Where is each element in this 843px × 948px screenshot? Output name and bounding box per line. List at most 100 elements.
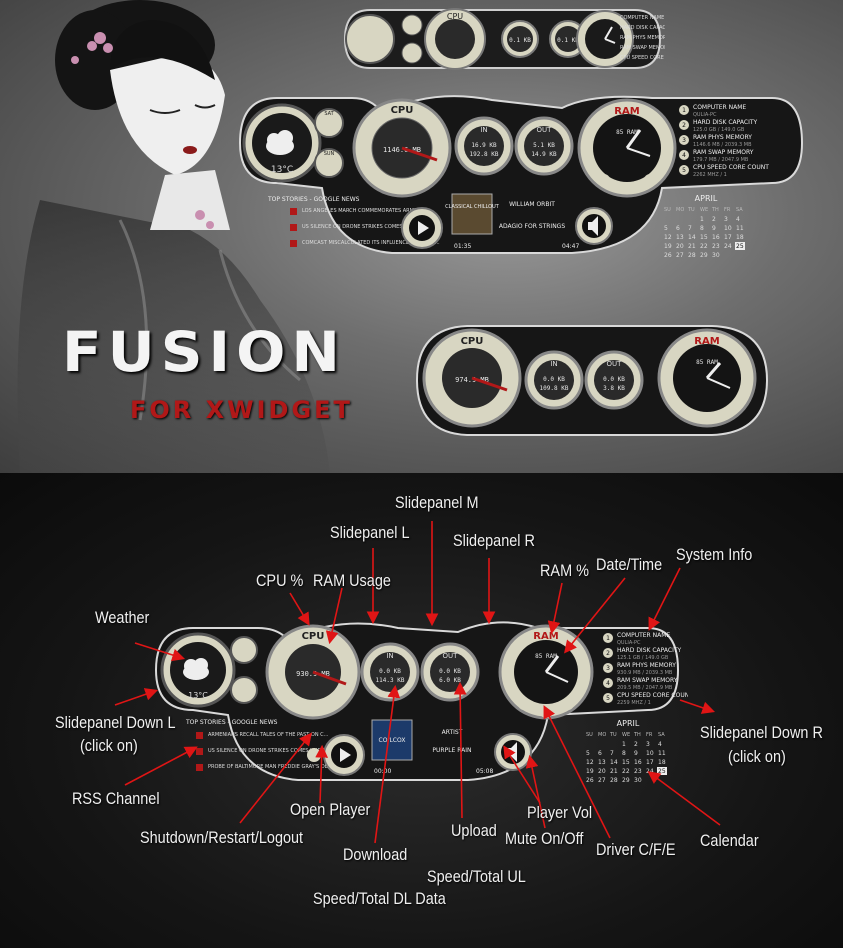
- calendar-day[interactable]: 2: [712, 216, 716, 223]
- rss-panel: TOP STORIES - GOOGLE NEWS ARMENIANS RECA…: [185, 719, 348, 771]
- calendar-day[interactable]: 20: [676, 243, 684, 250]
- cpu-needle: [401, 146, 438, 162]
- svg-text:RAM: RAM: [694, 336, 719, 347]
- calendar-weekday: TH: [633, 732, 641, 738]
- info-value: 2259 MHZ / 1: [617, 700, 651, 706]
- calendar-day[interactable]: 6: [676, 225, 680, 232]
- svg-text:PURPLE RAIN: PURPLE RAIN: [432, 747, 471, 754]
- calendar-day[interactable]: 2: [634, 741, 638, 748]
- info-value: 2262 MHZ / 1: [693, 172, 727, 178]
- info-value: QULIA-PC: [617, 640, 641, 646]
- svg-text:974.9 MB: 974.9 MB: [455, 376, 489, 384]
- calendar-day[interactable]: 8: [700, 225, 704, 232]
- calendar-day[interactable]: 18: [736, 234, 744, 241]
- calendar-weekday: TH: [711, 207, 719, 213]
- label-shutdown: Shutdown/Restart/Logout: [140, 828, 304, 847]
- calendar-day[interactable]: 6: [598, 750, 602, 757]
- calendar-today-highlight: [657, 767, 667, 775]
- calendar-day[interactable]: 16: [634, 759, 642, 766]
- calendar-day[interactable]: 18: [658, 759, 666, 766]
- calendar-day[interactable]: 21: [610, 768, 618, 775]
- calendar-day[interactable]: 28: [610, 777, 618, 784]
- info-number: 2: [606, 650, 610, 657]
- calendar-day[interactable]: 23: [712, 243, 720, 250]
- calendar-day[interactable]: 11: [736, 225, 744, 232]
- annotated-widget[interactable]: 13°C CPU 930.9 MB IN 0.0 KB 114.3 KB OUT…: [148, 610, 688, 785]
- svg-text:CPU: CPU: [447, 12, 463, 21]
- calendar-day[interactable]: 21: [688, 243, 696, 250]
- calendar-day[interactable]: 3: [724, 216, 728, 223]
- calendar-day[interactable]: 15: [700, 234, 708, 241]
- svg-text:114.3 KB: 114.3 KB: [376, 677, 405, 684]
- calendar-weekday: MO: [676, 207, 684, 213]
- svg-text:192.8 KB: 192.8 KB: [470, 151, 499, 158]
- svg-text:85 RAM: 85 RAM: [696, 359, 718, 366]
- calendar-day[interactable]: 16: [712, 234, 720, 241]
- calendar-day[interactable]: 9: [712, 225, 716, 232]
- album-art: [371, 719, 413, 761]
- label-slidepanel-down-r: Slidepanel Down R: [700, 723, 823, 742]
- calendar-day[interactable]: 26: [664, 252, 672, 258]
- info-number: 1: [682, 107, 686, 114]
- info-value: 125.1 GB / 149.0 GB: [617, 655, 669, 661]
- main-widget[interactable]: 13°C SAT SUN CPU 1146.6 MB IN 16.9 KB 19…: [232, 88, 812, 258]
- speaker-icon: [588, 216, 598, 236]
- calendar-day[interactable]: 20: [598, 768, 606, 775]
- calendar-day[interactable]: 25: [736, 243, 744, 250]
- calendar-day[interactable]: 27: [598, 777, 606, 784]
- svg-text:OUT: OUT: [607, 360, 623, 368]
- calendar-day[interactable]: 7: [688, 225, 692, 232]
- svg-text:IN: IN: [550, 360, 557, 368]
- calendar-day[interactable]: 22: [622, 768, 630, 775]
- calendar-day[interactable]: 4: [736, 216, 740, 223]
- calendar-day[interactable]: 29: [622, 777, 630, 784]
- calendar-day[interactable]: 17: [724, 234, 732, 241]
- calendar-weekday: MO: [598, 732, 606, 738]
- label-upload: Upload: [451, 821, 497, 840]
- calendar-day[interactable]: 23: [634, 768, 642, 775]
- calendar-day[interactable]: 27: [676, 252, 684, 258]
- label-driver: Driver C/F/E: [596, 840, 676, 859]
- calendar-day[interactable]: 10: [646, 750, 654, 757]
- compact-widget[interactable]: CPU 974.9 MB IN 0.0 KB 109.8 KB OUT 0.0 …: [412, 318, 772, 443]
- svg-text:COMPUTER NAME: COMPUTER NAME: [620, 15, 664, 21]
- calendar-day[interactable]: 29: [700, 252, 708, 258]
- calendar-day[interactable]: 17: [646, 759, 654, 766]
- calendar-day[interactable]: 19: [664, 243, 672, 250]
- svg-text:US SILENCE ON DRONE STRIKES CO: US SILENCE ON DRONE STRIKES COMES UNDER …: [302, 224, 431, 230]
- annotation-arrows: [114, 521, 721, 844]
- calendar-today-highlight: [735, 242, 745, 250]
- calendar-day[interactable]: 28: [688, 252, 696, 258]
- calendar-day[interactable]: 30: [634, 777, 642, 784]
- calendar-day[interactable]: 10: [724, 225, 732, 232]
- calendar-day[interactable]: 14: [610, 759, 618, 766]
- calendar-day[interactable]: 13: [676, 234, 684, 241]
- calendar-day[interactable]: 11: [658, 750, 666, 757]
- calendar-day[interactable]: 12: [664, 234, 672, 241]
- label-rss-channel: RSS Channel: [72, 789, 160, 808]
- calendar-day[interactable]: 24: [724, 243, 732, 250]
- calendar-day[interactable]: 22: [700, 243, 708, 250]
- calendar-day[interactable]: 1: [622, 741, 626, 748]
- calendar-day[interactable]: 5: [664, 225, 668, 232]
- calendar-day[interactable]: 15: [622, 759, 630, 766]
- calendar-day[interactable]: 7: [610, 750, 614, 757]
- calendar-day[interactable]: 26: [586, 777, 594, 784]
- calendar-day[interactable]: 8: [622, 750, 626, 757]
- svg-text:ARMENIANS RECALL TALES OF THE: ARMENIANS RECALL TALES OF THE PAST ON C.…: [208, 732, 329, 738]
- label-system-info: System Info: [676, 545, 753, 564]
- calendar-day[interactable]: 5: [586, 750, 590, 757]
- calendar-day[interactable]: 1: [700, 216, 704, 223]
- calendar-day[interactable]: 19: [586, 768, 594, 775]
- weather-temp: 13°C: [271, 165, 293, 175]
- calendar-day[interactable]: 9: [634, 750, 638, 757]
- calendar-day[interactable]: 4: [658, 741, 662, 748]
- info-value: 125.0 GB / 149.0 GB: [693, 127, 745, 133]
- calendar-day[interactable]: 14: [688, 234, 696, 241]
- calendar-day[interactable]: 13: [598, 759, 606, 766]
- calendar-day[interactable]: 12: [586, 759, 594, 766]
- calendar-day[interactable]: 3: [646, 741, 650, 748]
- calendar-day[interactable]: 30: [712, 252, 720, 258]
- calendar-day[interactable]: 25: [658, 768, 666, 775]
